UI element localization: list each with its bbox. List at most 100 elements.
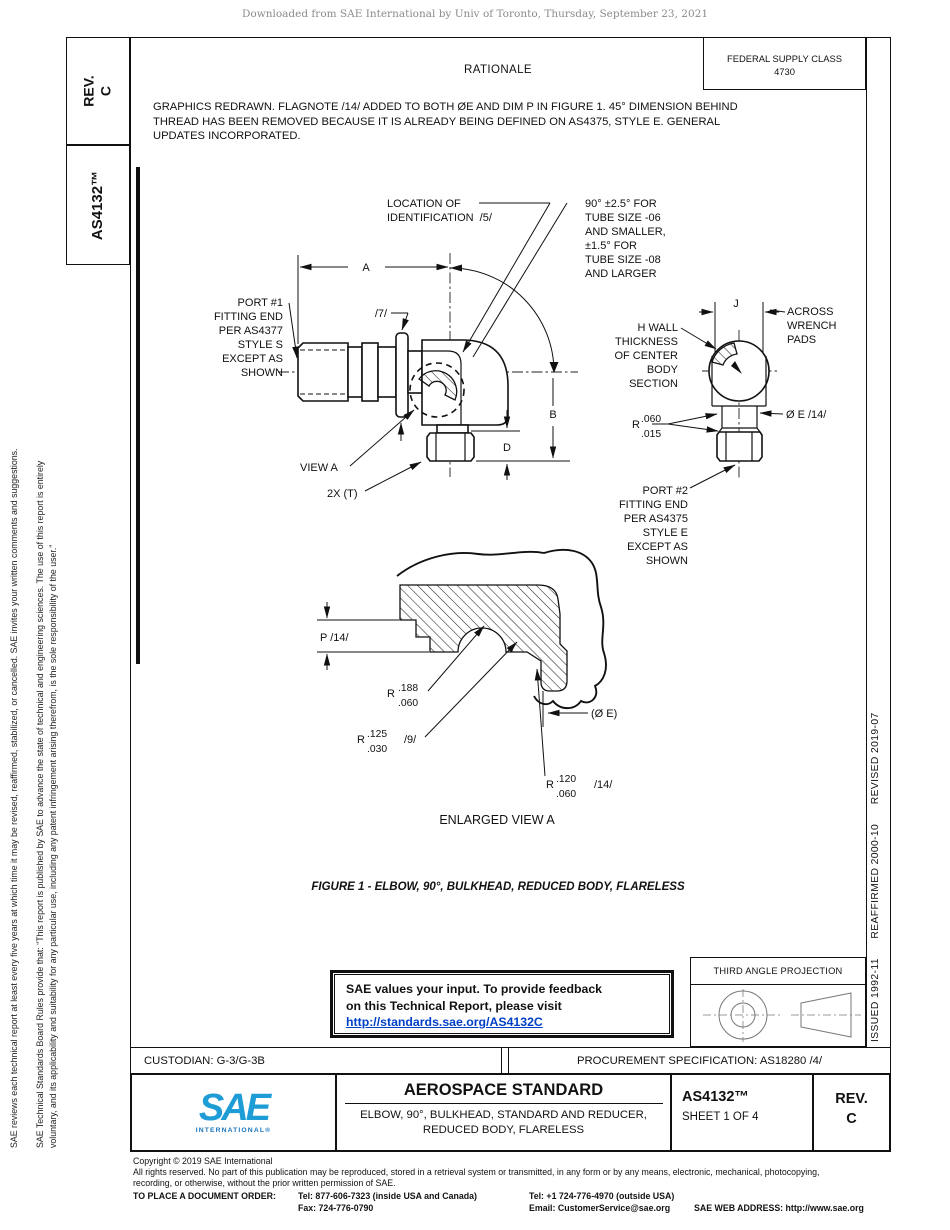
label-angle-6: AND LARGER [585,268,657,280]
label-view-a: VIEW A [300,462,339,474]
label-port2-1: PORT #2 [643,485,688,497]
label-port1-5: EXCEPT AS [222,353,283,365]
label-flag-9: /9/ [404,734,417,746]
sae-logo-subtext: INTERNATIONAL® [195,1127,272,1134]
label-angle-1: 90° ±2.5° FOR [585,198,657,210]
label-hwall-4: BODY [647,364,679,376]
label-port1-4: STYLE S [238,339,283,351]
label-port1-1: PORT #1 [238,297,283,309]
label-r3-max: .120 [556,774,576,785]
copyright-line1: Copyright © 2019 SAE International [133,1156,273,1166]
copyright-line2: All rights reserved. No part of this pub… [133,1167,820,1177]
label-r2-max: .125 [367,729,387,740]
label-hwall-2: THICKNESS [615,336,678,348]
label-port2-2: FITTING END [619,499,688,511]
label-across-2: WRENCH [787,320,837,332]
label-dim-b: B [549,409,556,421]
title-divider [344,1103,663,1104]
doc-type: AEROSPACE STANDARD [403,1081,604,1099]
label-enlarged-view: ENLARGED VIEW A [439,813,555,827]
rev-cell: REV. C [814,1075,889,1150]
doc-number-box: AS4132™ [66,145,130,265]
label-r2: R [357,734,365,746]
label-across-3: PADS [787,334,816,346]
label-port1-6: SHOWN [241,367,283,379]
title-block: SAE INTERNATIONAL® AEROSPACE STANDARD EL… [130,1073,891,1152]
rationale-title: RATIONALE [464,64,532,76]
disclaimer-line2: voluntary, and its applicability and sui… [48,544,58,1148]
sheet-number: SHEET 1 OF 4 [682,1111,759,1123]
label-dia-e: Ø E /14/ [786,409,827,421]
download-watermark: Downloaded from SAE International by Uni… [241,8,709,20]
label-dim-d: D [503,442,511,454]
label-dia-e-ref: (Ø E) [591,708,617,720]
doc-number-footer: AS4132™ [682,1089,749,1105]
label-angle-3: AND SMALLER, [585,226,666,238]
figure1-drawing: LOCATION OF IDENTIFICATION /5/ 90° ±2.5°… [214,198,837,827]
rev-box: REV.C [66,37,130,145]
rationale-body: GRAPHICS REDRAWN. FLAGNOTE /14/ ADDED TO… [153,100,843,144]
label-port1-3: PER AS4377 [219,325,283,337]
label-port1-2: FITTING END [214,311,283,323]
label-dim-j: J [733,298,739,310]
footer-rev-value: C [846,1111,857,1127]
copyright-line3: recording, or otherwise, without the pri… [133,1178,396,1188]
fsc-label: FEDERAL SUPPLY CLASS [727,53,842,64]
label-2x-t: 2X (T) [327,488,358,500]
label-port2-3: PER AS4375 [624,513,688,525]
port2-end-view [652,302,786,489]
wall-section-hatch [711,342,738,366]
main-view-dimensions [288,202,570,492]
main-elbow-view [297,332,509,462]
rationale-line2: THREAD HAS BEEN REMOVED BECAUSE IT IS AL… [153,115,721,128]
label-r1: R [387,688,395,700]
title-cell: AEROSPACE STANDARD ELBOW, 90°, BULKHEAD,… [337,1075,672,1150]
issued-column-divider [866,37,867,1047]
projection-title: THIRD ANGLE PROJECTION [691,958,865,985]
figure-caption: FIGURE 1 - ELBOW, 90°, BULKHEAD, REDUCED… [311,881,685,893]
label-r2-min: .030 [367,744,387,755]
label-p-dim: P /14/ [320,632,349,644]
doc-subtitle-2: REDUCED BODY, FLARELESS [422,1124,585,1136]
revision-history-text: ISSUED 1992-11 REAFFIRMED 2000-10 REVISE… [870,712,881,1042]
label-angle-5: TUBE SIZE -08 [585,254,661,266]
label-rwall-max: .060 [641,414,661,425]
label-flag-14: /14/ [594,779,613,791]
label-r3-min: .060 [556,789,576,800]
federal-supply-class-box: FEDERAL SUPPLY CLASS 4730 [703,37,866,90]
feedback-link[interactable]: http://standards.sae.org/AS4132C [346,1015,543,1029]
label-hwall-3: OF CENTER [614,350,678,362]
order-tel2: Tel: +1 724-776-4970 (outside USA) [529,1191,675,1201]
custodian-cell: CUSTODIAN: G-3/G-3B [130,1048,502,1074]
sae-logo: SAE [198,1087,271,1129]
sae-logo-cell: SAE INTERNATIONAL® [132,1075,337,1150]
label-port2-6: SHOWN [646,555,688,567]
doc-subtitle-1: ELBOW, 90°, BULKHEAD, STANDARD AND REDUC… [360,1109,647,1121]
review-note-line: SAE reviews each technical report at lea… [9,448,19,1148]
drawing-labels: LOCATION OF IDENTIFICATION /5/ 90° ±2.5°… [214,198,837,827]
label-r1-max: .188 [398,683,418,694]
order-label: TO PLACE A DOCUMENT ORDER: [133,1191,276,1201]
label-rwall-min: .015 [641,429,661,440]
label-port2-5: EXCEPT AS [627,541,688,553]
label-dim-a: A [362,262,370,274]
label-location-2: IDENTIFICATION /5/ [387,212,493,224]
order-email: Email: CustomerService@sae.org [529,1203,671,1213]
rationale-line1: GRAPHICS REDRAWN. FLAGNOTE /14/ ADDED TO… [153,101,738,113]
custodian-row: CUSTODIAN: G-3/G-3B PROCUREMENT SPECIFIC… [130,1047,891,1074]
revision-change-bar [136,167,140,664]
order-fax: Fax: 724-776-0790 [298,1203,374,1213]
label-r3: R [546,779,554,791]
third-angle-projection-box: THIRD ANGLE PROJECTION [690,957,866,1047]
label-hwall-5: SECTION [629,378,678,390]
feedback-box: SAE values your input. To provide feedba… [330,970,674,1038]
rationale-line3: UPDATES INCORPORATED. [153,130,301,142]
section-hatch-detail [418,370,458,401]
label-r1-min: .060 [398,698,418,709]
rev-box-text: REV.C [80,75,114,107]
view-a-circle [409,362,465,418]
doc-number-text: AS4132™ [89,170,107,240]
disclaimer-line1: SAE Technical Standards Board Rules prov… [35,460,45,1148]
procurement-cell: PROCUREMENT SPECIFICATION: AS18280 /4/ [576,1055,823,1067]
